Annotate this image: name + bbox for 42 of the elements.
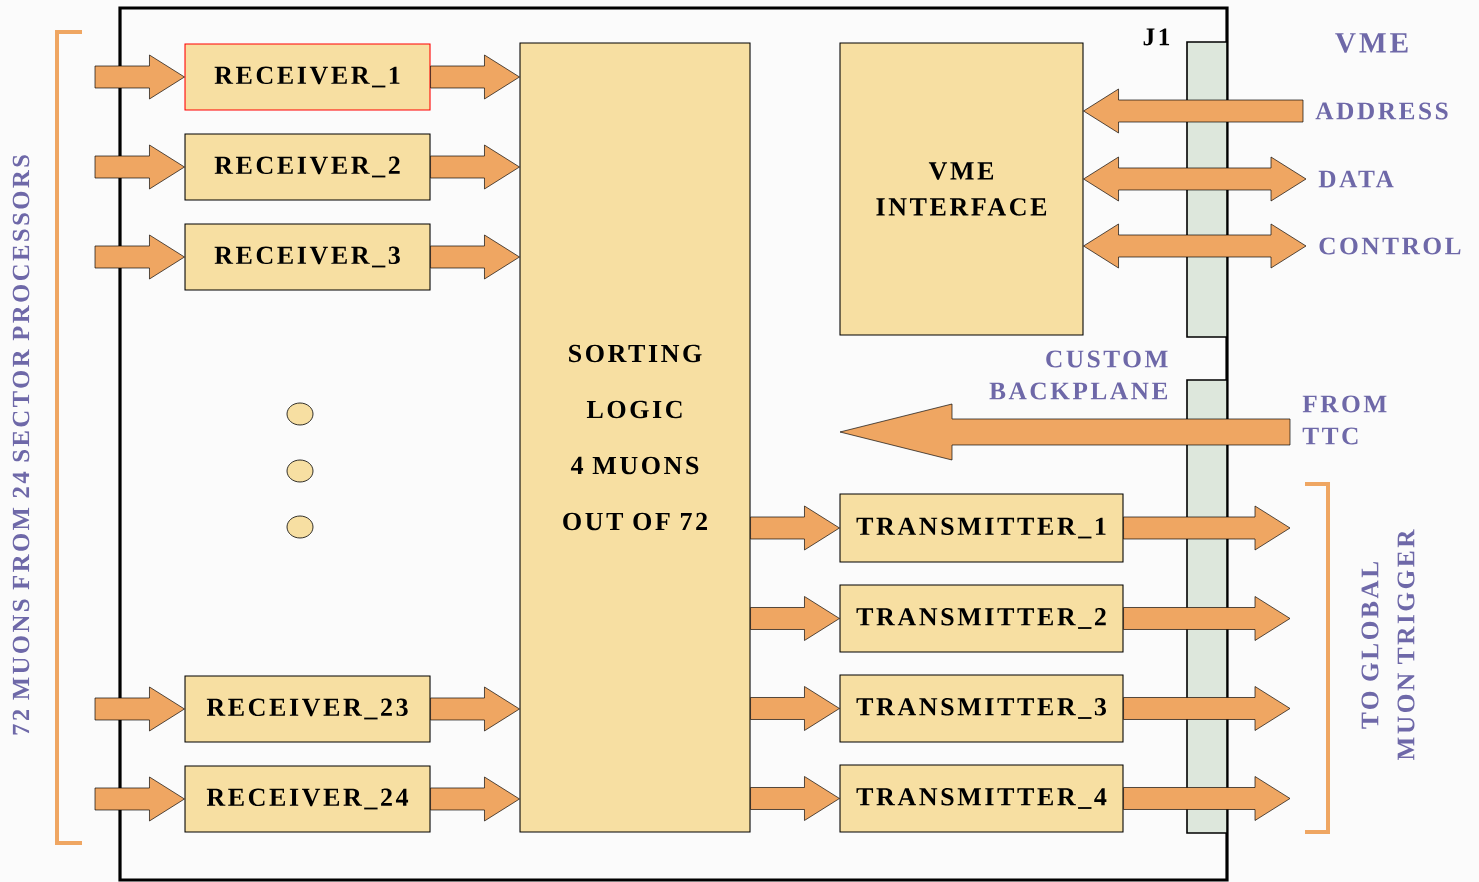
- block-arrow: [430, 686, 520, 732]
- block-arrow: [1123, 686, 1291, 731]
- block-arrow: [94, 54, 185, 100]
- block-arrow: [1123, 776, 1291, 821]
- block-arrow: [1083, 223, 1307, 269]
- interface-block: VME INTERFACE: [839, 42, 1084, 336]
- transmitter-box: TRANSMITTER_4: [839, 764, 1124, 833]
- block-arrow: [750, 776, 840, 821]
- transmitter-box: TRANSMITTER_1: [839, 493, 1124, 563]
- block-arrow: [430, 54, 520, 100]
- heading: VME: [1335, 33, 1408, 53]
- transmitter-box: TRANSMITTER_3: [839, 674, 1124, 743]
- block-arrow: [750, 686, 840, 731]
- connector-label: CUSTOM BACKPLANE: [989, 350, 1168, 400]
- block-arrow: [94, 234, 185, 280]
- block-arrow: [430, 144, 520, 190]
- block-arrow: [1083, 88, 1304, 134]
- transmitter-box: TRANSMITTER_2: [839, 584, 1124, 653]
- side-label: TO GLOBAL MUON TRIGGER: [1361, 529, 1415, 761]
- connector-label: J1: [1143, 28, 1170, 46]
- receiver-box: RECEIVER_1: [184, 43, 431, 111]
- block-arrow: [1123, 596, 1291, 641]
- side-label: 72 MUONS FROM 24 SECTOR PROCESSORS: [12, 155, 30, 735]
- block-arrow: [94, 776, 185, 822]
- signal-label: DATA: [1318, 170, 1394, 188]
- receiver-box: RECEIVER_24: [184, 765, 431, 833]
- block-arrow: [750, 596, 840, 641]
- receiver-box: RECEIVER_3: [184, 223, 431, 291]
- block-arrow: [430, 776, 520, 822]
- block-arrow: [750, 505, 840, 551]
- block-arrow: [1123, 505, 1291, 551]
- block-arrow: [430, 234, 520, 280]
- sorting-logic-block: SORTING LOGIC 4 MUONS OUT OF 72: [519, 42, 751, 833]
- receiver-box: RECEIVER_23: [184, 675, 431, 743]
- block-arrow: [839, 403, 1291, 461]
- receiver-box: RECEIVER_2: [184, 133, 431, 201]
- block-arrow: [1083, 156, 1307, 202]
- signal-label: CONTROL: [1319, 237, 1461, 255]
- block-arrow: [94, 686, 185, 732]
- signal-label: ADDRESS: [1315, 102, 1448, 120]
- block-arrow: [94, 144, 185, 190]
- signal-label: FROM TTC: [1302, 395, 1387, 445]
